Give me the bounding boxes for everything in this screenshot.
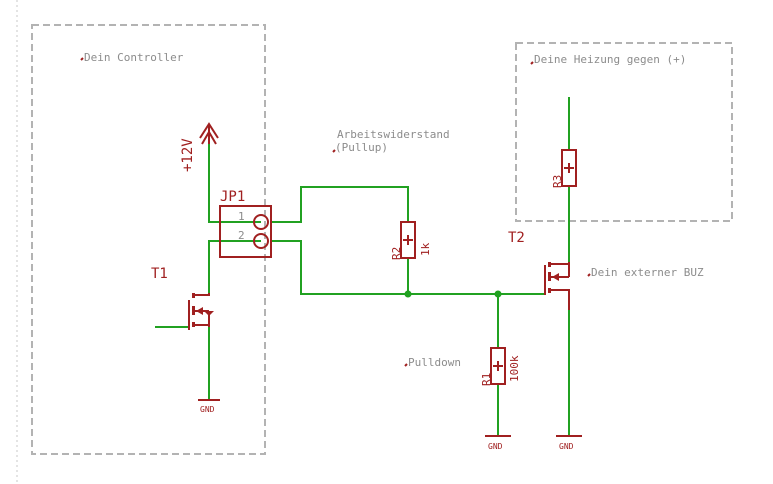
external-buz-label: Dein externer BUZ	[591, 266, 704, 279]
r3-label: R3	[551, 175, 564, 188]
pin1-label: 1	[238, 210, 245, 223]
heater-frame	[515, 42, 733, 222]
pulldown-label: Pulldown	[408, 356, 461, 369]
gnd-label-t2: GND	[559, 442, 574, 451]
t2-label: T2	[508, 230, 525, 246]
resistor-r2	[400, 221, 416, 259]
gnd-label-t1: GND	[200, 405, 215, 414]
junction-r2	[404, 290, 412, 298]
gnd-symbol-r1: GND	[485, 435, 511, 451]
jumper-jp1	[219, 205, 272, 258]
external-buz-label-group: Dein externer BUZ	[587, 266, 704, 279]
heater-label: Deine Heizung gegen (+)	[534, 53, 686, 66]
r1-value: 100k	[508, 355, 521, 382]
pin2-label: 2	[238, 229, 245, 242]
work-resistor-label-2: (Pullup)	[335, 141, 388, 154]
wires	[155, 97, 570, 436]
r2-label: R2	[390, 247, 403, 260]
controller-label-group: Dein Controller	[80, 51, 184, 64]
mosfet-t1	[188, 293, 214, 330]
mosfet-t2	[544, 262, 570, 310]
supply-label: +12V	[180, 138, 196, 172]
resistor-r3	[561, 149, 577, 187]
work-resistor-label-group: Arbeitswiderstand (Pullup)	[332, 128, 450, 154]
gnd-symbol-t2: GND	[556, 435, 582, 451]
gnd-label-r1: GND	[488, 442, 503, 451]
jumper-label: JP1	[220, 189, 245, 205]
r1-label: R1	[480, 373, 493, 386]
pulldown-label-group: Pulldown	[404, 356, 461, 369]
heater-label-group: Deine Heizung gegen (+)	[530, 53, 686, 66]
supply-symbol	[199, 122, 219, 145]
work-resistor-label-1: Arbeitswiderstand	[337, 128, 450, 141]
junction-r1	[494, 290, 502, 298]
controller-label: Dein Controller	[84, 51, 184, 64]
resistor-r1	[490, 347, 506, 385]
gnd-symbol-t1: GND	[198, 399, 220, 414]
controller-frame	[31, 24, 266, 455]
r2-value: 1k	[419, 242, 432, 256]
t1-label: T1	[151, 266, 168, 282]
